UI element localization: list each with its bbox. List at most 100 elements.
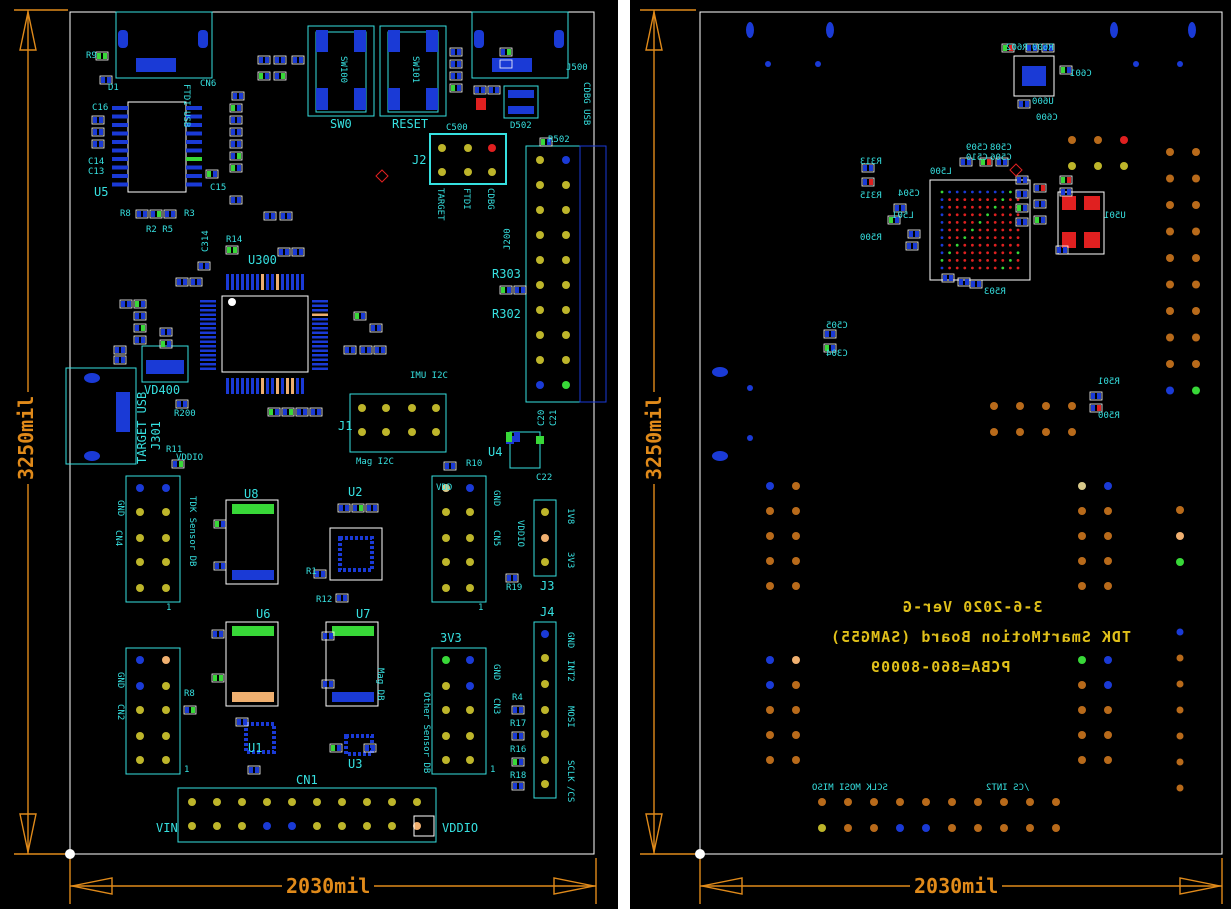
label-u8: U8 (244, 487, 259, 501)
pcb-top-layer-view: 3250mil 2030mil FTDI USB CN6 SW0 RESET S… (0, 0, 618, 909)
connector-cn2 (125, 647, 181, 775)
label-j2: J2 (412, 153, 427, 167)
label-r10: R10 (466, 459, 483, 469)
board-outline (69, 11, 595, 855)
chip-u6 (225, 621, 279, 707)
label-d1: D1 (108, 83, 119, 93)
label-r602: R602 (1006, 43, 1028, 53)
connector-cn3 (431, 647, 487, 775)
connector-cn1 (177, 787, 437, 843)
switch-sw101[interactable] (379, 25, 447, 117)
label-vddio-cn5: VDDIO (515, 520, 525, 548)
label-cdbg-usb: CDBG USB (581, 82, 591, 126)
label-r302: R302 (492, 307, 521, 321)
label-vin: VIN (156, 821, 178, 835)
label-j500: J500 (566, 63, 588, 73)
label-r501: R501 (1098, 377, 1120, 387)
header-j200 (525, 145, 607, 403)
label-target-usb: TARGET USB (135, 391, 149, 464)
label-r3: R3 (184, 209, 195, 219)
ftdi-usb-connector (115, 11, 213, 79)
label-d502: D502 (510, 121, 532, 131)
label-j301: J301 (149, 421, 163, 450)
label-r14: R14 (226, 235, 243, 245)
chip-u1 (244, 722, 276, 754)
label-d2: U2 (348, 485, 363, 499)
chip-u8 (225, 499, 279, 585)
label-j3: J3 (540, 579, 555, 593)
label-c509: C509 (966, 143, 988, 153)
label-bus-right: /CS INT2 (986, 783, 1030, 793)
label-c505: C505 (826, 321, 848, 331)
label-3v3-j3: 3V3 (565, 552, 575, 569)
label-ftdi-usb: FTDI USB (181, 84, 191, 128)
label-cn5: CN5 (491, 530, 501, 547)
chip-u5 (112, 101, 202, 193)
label-j4-mosi: MOSI (565, 706, 575, 728)
version-line-pcba: PCBA=860-80009 (870, 658, 1011, 676)
switch-sw100[interactable] (307, 25, 375, 117)
label-r503: R503 (984, 287, 1006, 297)
label-j4-int2: INT2 (565, 660, 575, 682)
origin-marker (65, 849, 75, 859)
label-r2-r5: R2 R5 (146, 225, 174, 235)
height-dimension-bottom (640, 9, 696, 855)
label-j4-sclk: SCLK (565, 760, 575, 782)
label-r600: R600 (1032, 43, 1054, 53)
label-c601: C601 (1070, 69, 1092, 79)
label-cn2: CN2 (115, 704, 125, 721)
header-j4 (533, 621, 557, 799)
label-c20: C20 (537, 409, 547, 426)
label-r19: R19 (506, 583, 523, 593)
label-gnd-cn5: GND (491, 490, 501, 507)
label-j4-cs: /CS (565, 786, 575, 803)
label-c510: C510 (966, 153, 988, 163)
label-l501: L501 (892, 211, 914, 221)
version-line-date: 3-6-2020 Ver-G (902, 598, 1043, 616)
regulator-vd400 (141, 345, 189, 383)
label-ftdi: FTDI (461, 188, 471, 210)
label-u300: U300 (248, 253, 277, 267)
label-sw101: SW101 (410, 56, 420, 84)
header-j2 (429, 133, 507, 185)
pcb-bottom-layer-view: 3250mil 2030mil 3-6-2020 Ver-G TDK Smart… (630, 0, 1231, 909)
fiducial-diamond (375, 169, 389, 183)
label-c14: C14 (88, 157, 105, 167)
target-usb-connector (65, 367, 137, 465)
label-cn3: CN3 (491, 698, 501, 715)
connector-cn5 (431, 475, 487, 603)
label-c504: C504 (898, 189, 920, 199)
origin-marker-bottom (695, 849, 705, 859)
label-c600: C600 (1036, 113, 1058, 123)
label-r9: R9 (86, 51, 97, 61)
label-bus-left: SCLK MOSI MISO (812, 783, 888, 793)
label-c314: C314 (201, 230, 211, 252)
chip-u500-bga (929, 179, 1031, 281)
label-r315: R315 (860, 191, 882, 201)
label-c506: C506 (990, 153, 1012, 163)
label-mag-db: Mag DB (375, 668, 385, 701)
label-r502: R502 (548, 135, 570, 145)
chip-u600 (1013, 55, 1055, 97)
chip-u7 (325, 621, 379, 707)
label-r500b: R500 (1098, 411, 1120, 421)
label-l500: L500 (930, 167, 952, 177)
label-r313: R313 (860, 157, 882, 167)
label-other-sensor-db: Other Sensor DB (421, 692, 431, 774)
label-vdd: VDD (436, 483, 453, 493)
height-dim-label: 3250mil (14, 391, 38, 484)
label-sw100: SW100 (338, 56, 348, 84)
label-u4: U4 (488, 445, 503, 459)
label-j4: J4 (540, 605, 555, 619)
label-mag-i2c: Mag I2C (356, 457, 394, 467)
label-u7: U7 (356, 607, 371, 621)
label-c21: C21 (549, 409, 559, 426)
label-tdk-sensor-db: TDK Sensor DB (187, 496, 197, 567)
version-line-board: TDK SmartMotion Board (SAMG55) (830, 628, 1131, 646)
label-cn4: CN4 (113, 530, 123, 547)
chip-d502 (503, 85, 539, 119)
label-r12: R12 (316, 595, 333, 605)
chip-u2 (329, 527, 383, 581)
label-j4-gnd: GND (565, 632, 575, 649)
label-one-cn2: 1 (184, 765, 190, 775)
